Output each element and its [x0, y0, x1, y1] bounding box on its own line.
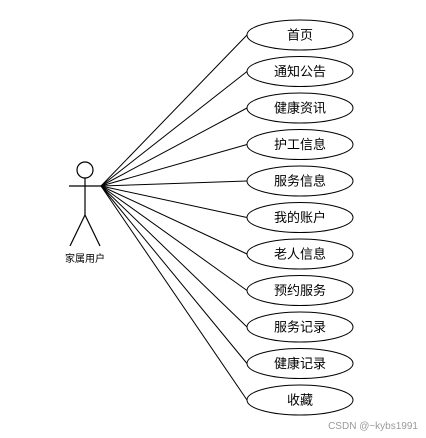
use-case: 服务记录	[246, 311, 354, 343]
use-case: 通知公告	[246, 56, 354, 87]
use-case: 服务信息	[246, 165, 354, 197]
use-case-label: 服务信息	[274, 174, 326, 190]
use-case: 健康记录	[246, 348, 354, 379]
association-line	[100, 185, 248, 218]
use-case-ellipse	[246, 19, 354, 51]
use-case-label: 预约服务	[274, 283, 326, 299]
actor-right-leg	[84, 214, 101, 247]
use-case-label: 老人信息	[274, 247, 326, 263]
association-line	[100, 144, 248, 187]
use-case-label: 收藏	[287, 394, 313, 409]
use-case: 我的账户	[246, 202, 354, 233]
use-case: 护工信息	[246, 129, 354, 160]
association-line	[100, 185, 248, 328]
use-case-ellipse	[246, 384, 354, 416]
use-case-label: 健康资讯	[274, 101, 326, 117]
use-case-label: 健康记录	[274, 356, 326, 372]
actor-name: 家属用户	[65, 252, 105, 265]
use-case-ellipse	[246, 275, 354, 306]
association-line	[100, 71, 248, 187]
use-case-label: 首页	[287, 29, 313, 44]
use-case-ellipse	[246, 92, 354, 124]
use-case-ellipse	[246, 56, 354, 87]
watermark: CSDN @~kybs1991	[328, 421, 418, 432]
use-case: 老人信息	[246, 238, 354, 270]
use-case: 健康资讯	[246, 92, 354, 124]
use-case: 收藏	[246, 384, 354, 416]
association-lines	[100, 34, 248, 401]
use-case-ellipse	[246, 238, 354, 270]
actor-head	[76, 161, 94, 179]
use-case-ellipse	[246, 165, 354, 197]
use-case-ellipse	[246, 129, 354, 160]
association-line	[100, 107, 248, 187]
association-line	[100, 185, 248, 291]
use-case-ellipse	[246, 348, 354, 379]
use-case-label: 服务记录	[274, 320, 326, 336]
association-line	[100, 185, 248, 255]
use-case-ellipse	[246, 311, 354, 343]
use-case-label: 通知公告	[274, 64, 326, 80]
use-case-label: 我的账户	[274, 210, 326, 226]
association-line	[100, 34, 248, 187]
association-line	[100, 180, 248, 187]
association-line	[100, 185, 248, 364]
use-case-label: 护工信息	[274, 137, 326, 153]
use-case: 首页	[246, 19, 354, 51]
use-case-ellipse	[246, 202, 354, 233]
actor-left-leg	[69, 214, 86, 247]
actor	[69, 161, 101, 247]
use-case: 预约服务	[246, 275, 354, 306]
association-line	[100, 185, 248, 401]
